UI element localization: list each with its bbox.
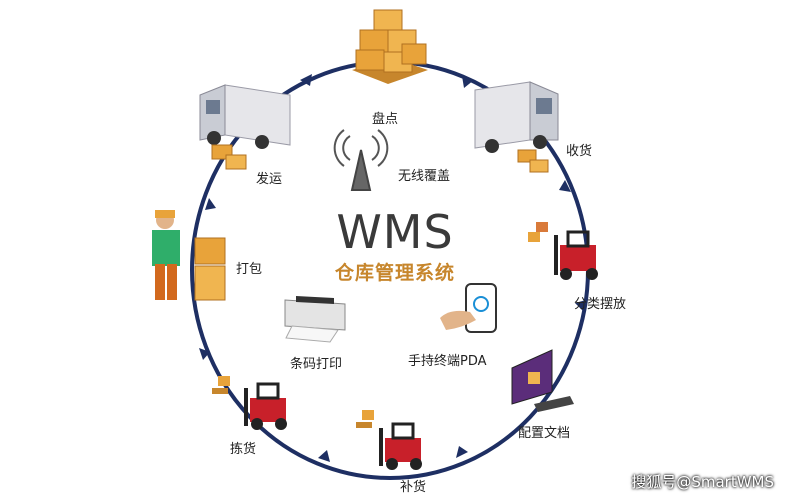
monitor-icon [511, 349, 574, 412]
wms-subtitle: 仓库管理系统 [334, 262, 455, 284]
forklift-icon-replenish [356, 410, 422, 470]
step-shipping-label: 发运 [256, 172, 283, 187]
wms-title: WMS [336, 205, 454, 259]
box-stack-icon [352, 9, 428, 84]
step-packing-label: 打包 [236, 262, 263, 277]
step-receiving-label: 收货 [566, 144, 593, 159]
step-sorting-label: 分类摆放 [574, 297, 627, 312]
truck-icon-shipping [199, 84, 291, 170]
step-picking-label: 拣货 [230, 442, 257, 457]
watermark: 搜狐号@SmartWMS [631, 473, 774, 491]
worker-icon [152, 210, 226, 301]
wireless-icon [333, 129, 389, 191]
step-replenish-label: 补货 [400, 480, 427, 495]
forklift-icon-sorting [528, 222, 598, 280]
step-inventory-label: 盘点 [372, 112, 399, 127]
inner-wireless-label: 无线覆盖 [398, 169, 451, 184]
inner-pda-label: 手持终端PDA [408, 354, 487, 369]
inner-barcode-label: 条码打印 [290, 357, 343, 372]
ring-arrows [199, 74, 586, 462]
forklift-icon-picking [212, 376, 287, 430]
step-config-docs-label: 配置文档 [518, 426, 571, 441]
pda-icon [440, 283, 497, 333]
truck-icon-receiving [474, 81, 559, 173]
printer-icon [284, 296, 346, 343]
